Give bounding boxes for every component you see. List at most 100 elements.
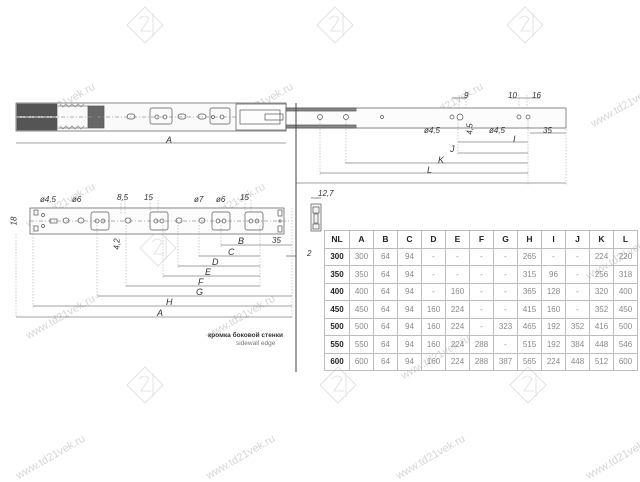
dimension-label-A: A — [166, 135, 173, 145]
table-cell: 94 — [397, 247, 422, 266]
table-cell: 546 — [613, 335, 638, 354]
table-cell: - — [493, 335, 518, 354]
dimensions-table: NL A B C D E F G H I J K L 300 300 64 94 — [324, 230, 638, 371]
column-header: I — [541, 230, 566, 249]
table-cell: - — [565, 265, 590, 284]
dimension-label-4-5: 4,5 — [465, 123, 475, 135]
hole-diameter-label: ø4,5 — [489, 126, 506, 135]
table-cell: - — [565, 300, 590, 319]
table-cell: 352 — [565, 317, 590, 336]
table-cell: 64 — [373, 247, 398, 266]
hole-diameter-label: ø7 — [194, 195, 204, 204]
table-cell: - — [469, 247, 494, 266]
dimension-label-D: D — [212, 257, 219, 267]
dimension-label-J: J — [450, 144, 455, 154]
table-cell: 500 — [613, 317, 638, 336]
table-cell: - — [421, 247, 446, 266]
table-cell-nl: 600 — [324, 352, 350, 371]
table-cell: 64 — [373, 282, 398, 301]
dimension-label-4-2: 4,2 — [112, 238, 122, 250]
table-cell: 224 — [445, 352, 470, 371]
table-cell: 318 — [613, 265, 638, 284]
table-cell: 94 — [397, 352, 422, 371]
column-header: A — [349, 230, 374, 249]
table-cell: 465 — [517, 317, 542, 336]
sidewall-edge-caption-ru: кромка боковой стенки — [208, 332, 283, 339]
dimension-label-35: 35 — [272, 236, 281, 245]
table-cell: 384 — [565, 335, 590, 354]
hole-diameter-label: ø4,5 — [40, 195, 57, 204]
table-cell: - — [421, 265, 446, 284]
table-cell: 500 — [349, 317, 374, 336]
table-cell: 192 — [541, 335, 566, 354]
logo-watermark-icon — [139, 229, 177, 267]
table-cell: 512 — [589, 352, 614, 371]
logo-watermark-icon — [319, 366, 357, 404]
table-cell: 192 — [541, 317, 566, 336]
column-header: H — [517, 230, 542, 249]
dimension-label-8-5: 8,5 — [117, 193, 129, 202]
logo-watermark-icon — [126, 366, 164, 404]
table-cell: - — [493, 282, 518, 301]
table-cell: 400 — [349, 282, 374, 301]
table-cell-nl: 300 — [324, 247, 350, 266]
table-cell: 224 — [541, 352, 566, 371]
table-cell: 96 — [541, 265, 566, 284]
table-row: 550 550 64 94 160 224 288 - 515 192 384 … — [324, 335, 638, 354]
column-header: C — [397, 230, 422, 249]
column-header: G — [493, 230, 518, 249]
dimension-label-E: E — [205, 267, 212, 277]
table-cell: 64 — [373, 300, 398, 319]
table-cell: 416 — [589, 317, 614, 336]
table-cell: 224 — [445, 317, 470, 336]
table-cell: 350 — [349, 265, 374, 284]
dimension-label-H: H — [166, 297, 173, 307]
table-cell: 94 — [397, 265, 422, 284]
column-header: D — [421, 230, 446, 249]
table-cell: 160 — [541, 300, 566, 319]
table-cell: 64 — [373, 335, 398, 354]
dimension-label-L: L — [427, 165, 433, 175]
table-cell-nl: 350 — [324, 265, 350, 284]
table-cell: 224 — [445, 300, 470, 319]
table-row: 400 400 64 94 - 160 - - 365 128 - 320 40… — [324, 282, 638, 301]
table-row: 450 450 64 94 160 224 - - 415 160 - 352 … — [324, 300, 638, 319]
column-header: K — [589, 230, 614, 249]
column-header: NL — [324, 230, 350, 249]
table-cell: - — [565, 247, 590, 266]
dimension-label-15: 15 — [240, 193, 249, 202]
table-cell-nl: 450 — [324, 300, 350, 319]
table-cell: 160 — [421, 317, 446, 336]
table-cell: - — [565, 282, 590, 301]
dimension-label-9: 9 — [464, 91, 469, 100]
table-row: 300 300 64 94 - - - - 265 - - 224 220 — [324, 247, 638, 266]
table-row: 350 350 64 94 - - - - 315 96 - 256 318 — [324, 265, 638, 284]
dimension-label-F: F — [198, 277, 204, 287]
table-cell: 220 — [613, 247, 638, 266]
table-cell: - — [421, 282, 446, 301]
column-header: F — [469, 230, 494, 249]
dimension-label-C: C — [228, 247, 235, 257]
table-cell: 94 — [397, 282, 422, 301]
table-cell: 160 — [421, 300, 446, 319]
table-cell: 450 — [613, 300, 638, 319]
table-cell: 448 — [565, 352, 590, 371]
column-header: L — [613, 230, 638, 249]
table-cell: - — [493, 265, 518, 284]
table-cell: 64 — [373, 352, 398, 371]
table-cell: - — [493, 300, 518, 319]
table-cell: 160 — [445, 282, 470, 301]
table-cell: 94 — [397, 300, 422, 319]
table-cell: - — [469, 282, 494, 301]
table-cell: 515 — [517, 335, 542, 354]
table-cell: 160 — [421, 335, 446, 354]
dimension-label-2: 2 — [307, 249, 312, 258]
logo-watermark-icon — [126, 6, 164, 44]
dimension-label-18: 18 — [9, 216, 19, 226]
hole-diameter-label: ø6 — [72, 195, 82, 204]
table-cell: 64 — [373, 265, 398, 284]
table-cell: 94 — [397, 317, 422, 336]
logo-watermark-icon — [509, 366, 547, 404]
